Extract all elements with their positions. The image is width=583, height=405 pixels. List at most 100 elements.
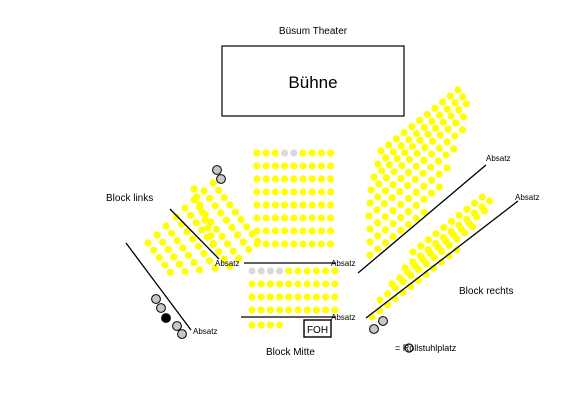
seat[interactable]: [375, 180, 383, 188]
seat[interactable]: [374, 245, 382, 253]
seat[interactable]: [366, 238, 374, 246]
seat[interactable]: [397, 214, 405, 222]
seat[interactable]: [327, 214, 335, 222]
seat[interactable]: [285, 280, 293, 288]
seat[interactable]: [224, 240, 232, 248]
seat[interactable]: [253, 188, 261, 196]
seat[interactable]: [396, 188, 404, 196]
seat[interactable]: [317, 227, 325, 235]
seat[interactable]: [428, 176, 436, 184]
wheelchair-spot[interactable]: [177, 329, 187, 339]
seat[interactable]: [312, 267, 320, 275]
seat[interactable]: [166, 268, 174, 276]
seat[interactable]: [443, 164, 451, 172]
seat[interactable]: [196, 201, 204, 209]
seat[interactable]: [281, 188, 289, 196]
seat[interactable]: [248, 293, 256, 301]
seat[interactable]: [331, 267, 339, 275]
seat[interactable]: [417, 242, 425, 250]
seat[interactable]: [290, 214, 298, 222]
seat[interactable]: [183, 228, 191, 236]
seat[interactable]: [412, 129, 421, 138]
seat[interactable]: [299, 214, 307, 222]
seat[interactable]: [451, 99, 459, 107]
seat[interactable]: [317, 214, 325, 222]
seat[interactable]: [192, 219, 200, 227]
seat[interactable]: [408, 123, 416, 131]
seat[interactable]: [226, 262, 234, 270]
seat[interactable]: [248, 280, 256, 288]
seat[interactable]: [453, 235, 461, 243]
seat[interactable]: [388, 194, 396, 202]
seat[interactable]: [276, 306, 284, 314]
seat[interactable]: [327, 240, 335, 248]
seat[interactable]: [401, 149, 409, 157]
seat[interactable]: [308, 240, 316, 248]
seat[interactable]: [447, 112, 455, 120]
seat[interactable]: [420, 123, 428, 131]
seat[interactable]: [312, 306, 320, 314]
seat[interactable]: [455, 106, 463, 114]
seat[interactable]: [446, 92, 454, 100]
seat[interactable]: [172, 213, 180, 221]
seat[interactable]: [393, 155, 401, 163]
seat[interactable]: [445, 252, 453, 260]
seat[interactable]: [432, 230, 440, 238]
seat[interactable]: [253, 214, 261, 222]
seat[interactable]: [374, 193, 382, 201]
seat[interactable]: [217, 209, 225, 217]
seat[interactable]: [445, 241, 453, 249]
seat[interactable]: [389, 148, 397, 156]
seat[interactable]: [245, 245, 253, 253]
seat[interactable]: [414, 265, 423, 274]
seat[interactable]: [281, 175, 289, 183]
seat[interactable]: [419, 169, 427, 177]
seat[interactable]: [327, 162, 335, 170]
seat[interactable]: [211, 264, 219, 272]
seat[interactable]: [327, 175, 335, 183]
seat[interactable]: [254, 237, 262, 245]
seat[interactable]: [299, 175, 307, 183]
seat[interactable]: [408, 142, 417, 151]
seat[interactable]: [209, 179, 217, 187]
seat[interactable]: [299, 188, 307, 196]
seat[interactable]: [428, 189, 436, 197]
seat[interactable]: [204, 224, 212, 232]
seat[interactable]: [404, 220, 413, 229]
seat[interactable]: [331, 306, 339, 314]
seat[interactable]: [385, 141, 393, 149]
seat[interactable]: [436, 111, 444, 119]
seat[interactable]: [234, 231, 242, 239]
seat[interactable]: [243, 223, 251, 231]
seat[interactable]: [281, 214, 289, 222]
seat[interactable]: [211, 202, 219, 210]
seat[interactable]: [392, 135, 400, 143]
seat[interactable]: [271, 175, 279, 183]
seat[interactable]: [194, 242, 202, 250]
seat[interactable]: [471, 199, 479, 207]
seat[interactable]: [380, 200, 388, 208]
seat[interactable]: [235, 254, 243, 262]
seat[interactable]: [443, 138, 451, 146]
seat[interactable]: [193, 193, 201, 201]
wheelchair-spot[interactable]: [212, 165, 222, 175]
seat[interactable]: [226, 201, 234, 209]
seat[interactable]: [385, 161, 393, 169]
seat[interactable]: [420, 195, 428, 203]
seat[interactable]: [317, 175, 325, 183]
seat[interactable]: [257, 293, 265, 301]
seat[interactable]: [442, 151, 450, 159]
seat[interactable]: [271, 188, 279, 196]
seat[interactable]: [413, 149, 421, 157]
seat[interactable]: [189, 235, 197, 243]
seat[interactable]: [366, 225, 374, 233]
seat[interactable]: [206, 194, 214, 202]
seat[interactable]: [400, 129, 408, 137]
seat[interactable]: [271, 227, 279, 235]
seat[interactable]: [430, 253, 438, 261]
seat[interactable]: [421, 143, 429, 151]
seat[interactable]: [366, 199, 374, 207]
seat[interactable]: [281, 149, 289, 157]
seat[interactable]: [294, 280, 302, 288]
seat[interactable]: [404, 168, 413, 177]
